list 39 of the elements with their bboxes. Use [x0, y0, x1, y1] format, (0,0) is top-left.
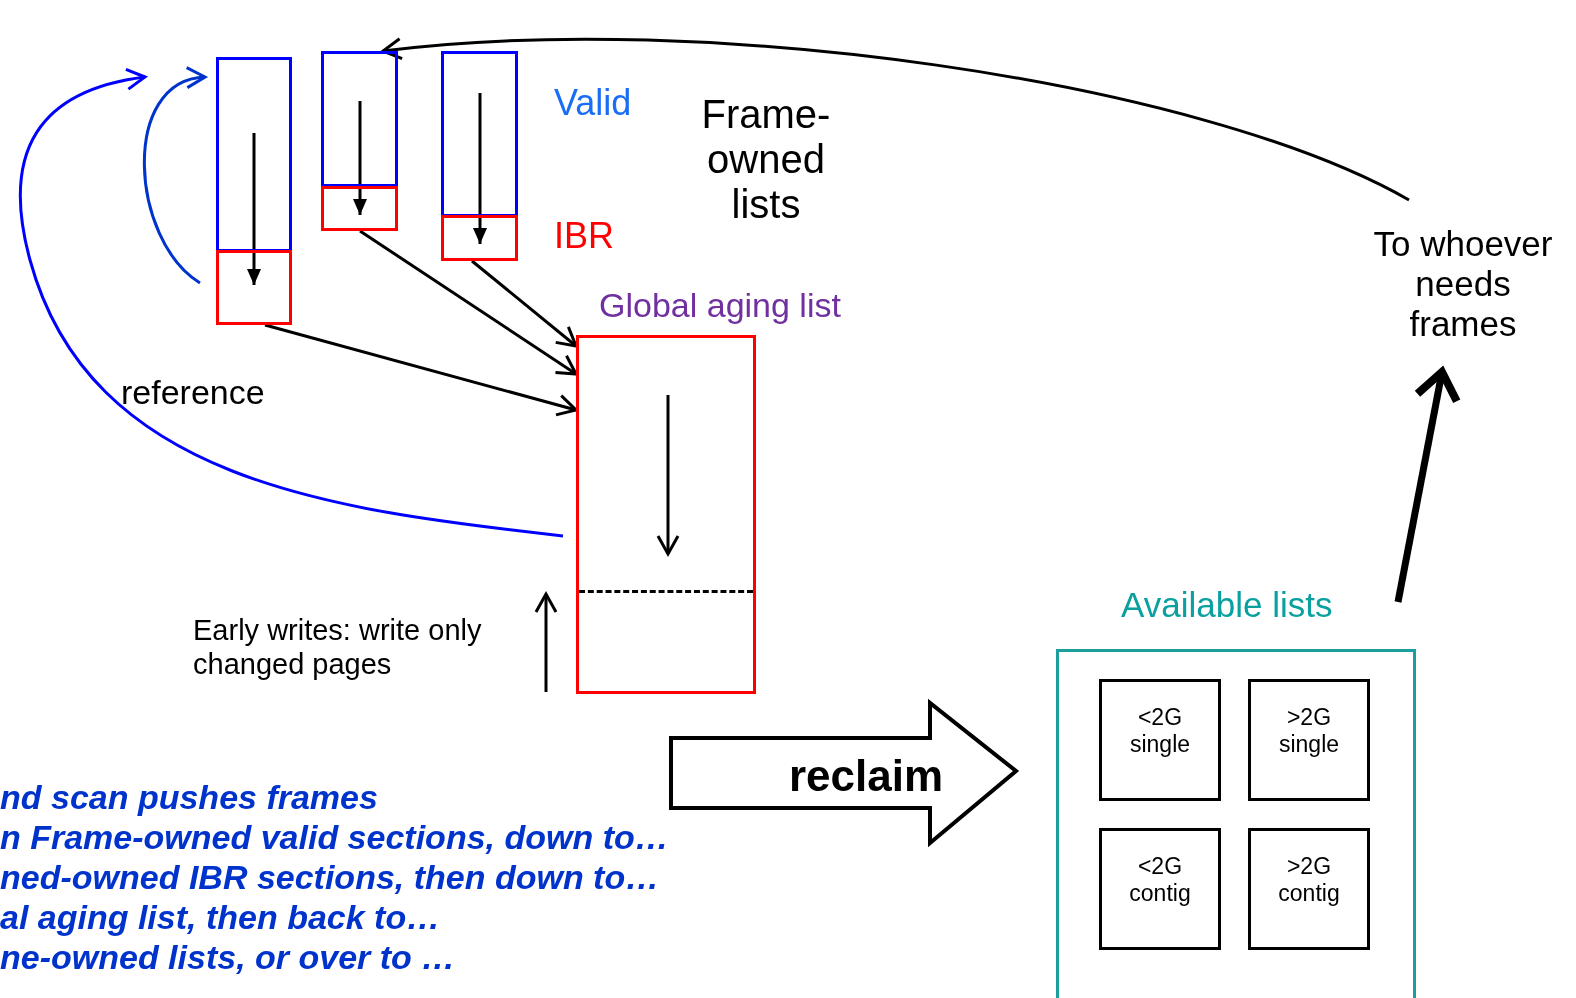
list-box: [1248, 679, 1370, 801]
arrow: [1394, 368, 1461, 603]
arrow: [142, 69, 207, 285]
list-label: <2G contig: [1128, 853, 1192, 907]
arrow: [264, 323, 578, 417]
arrow: [353, 101, 367, 215]
ibr-section-box: [216, 250, 292, 325]
description-text: ned-owned IBR sections, then down to…: [0, 858, 660, 897]
description-text: ne-owned lists, or over to …: [0, 938, 456, 977]
valid-section-box: [441, 51, 518, 217]
edge-label: reclaim: [789, 751, 944, 801]
arrow: [473, 93, 487, 244]
section-label: Valid: [554, 82, 632, 124]
list-label: <2G single: [1128, 704, 1192, 758]
list-heading: Global aging list: [599, 286, 841, 325]
arrow: [359, 229, 578, 376]
arrow: [247, 133, 261, 285]
arrow: [471, 259, 578, 348]
target-label: To whoever needs frames: [1372, 224, 1554, 344]
note-text: Early writes: write only changed pages: [193, 613, 483, 681]
list-label: >2G single: [1277, 704, 1341, 758]
list-heading: Available lists: [1121, 585, 1333, 625]
list-box: [1248, 828, 1370, 950]
group-label: Frame- owned lists: [700, 92, 832, 227]
valid-section-box: [321, 51, 398, 187]
description-text: n Frame-owned valid sections, down to…: [0, 818, 669, 857]
arrow-label: reference: [121, 373, 265, 412]
ibr-section-box: [441, 215, 518, 261]
description-text: al aging list, then back to…: [0, 898, 441, 937]
ibr-section-box: [321, 186, 398, 231]
section-label: IBR: [554, 215, 614, 257]
arrow: [19, 68, 564, 538]
list-box: [1099, 828, 1221, 950]
list-label: >2G contig: [1277, 853, 1341, 907]
list-box: [1099, 679, 1221, 801]
block-arrow: [669, 698, 1020, 848]
valid-section-box: [216, 57, 292, 252]
arrow: [381, 37, 1410, 202]
description-text: nd scan pushes frames: [0, 778, 378, 817]
